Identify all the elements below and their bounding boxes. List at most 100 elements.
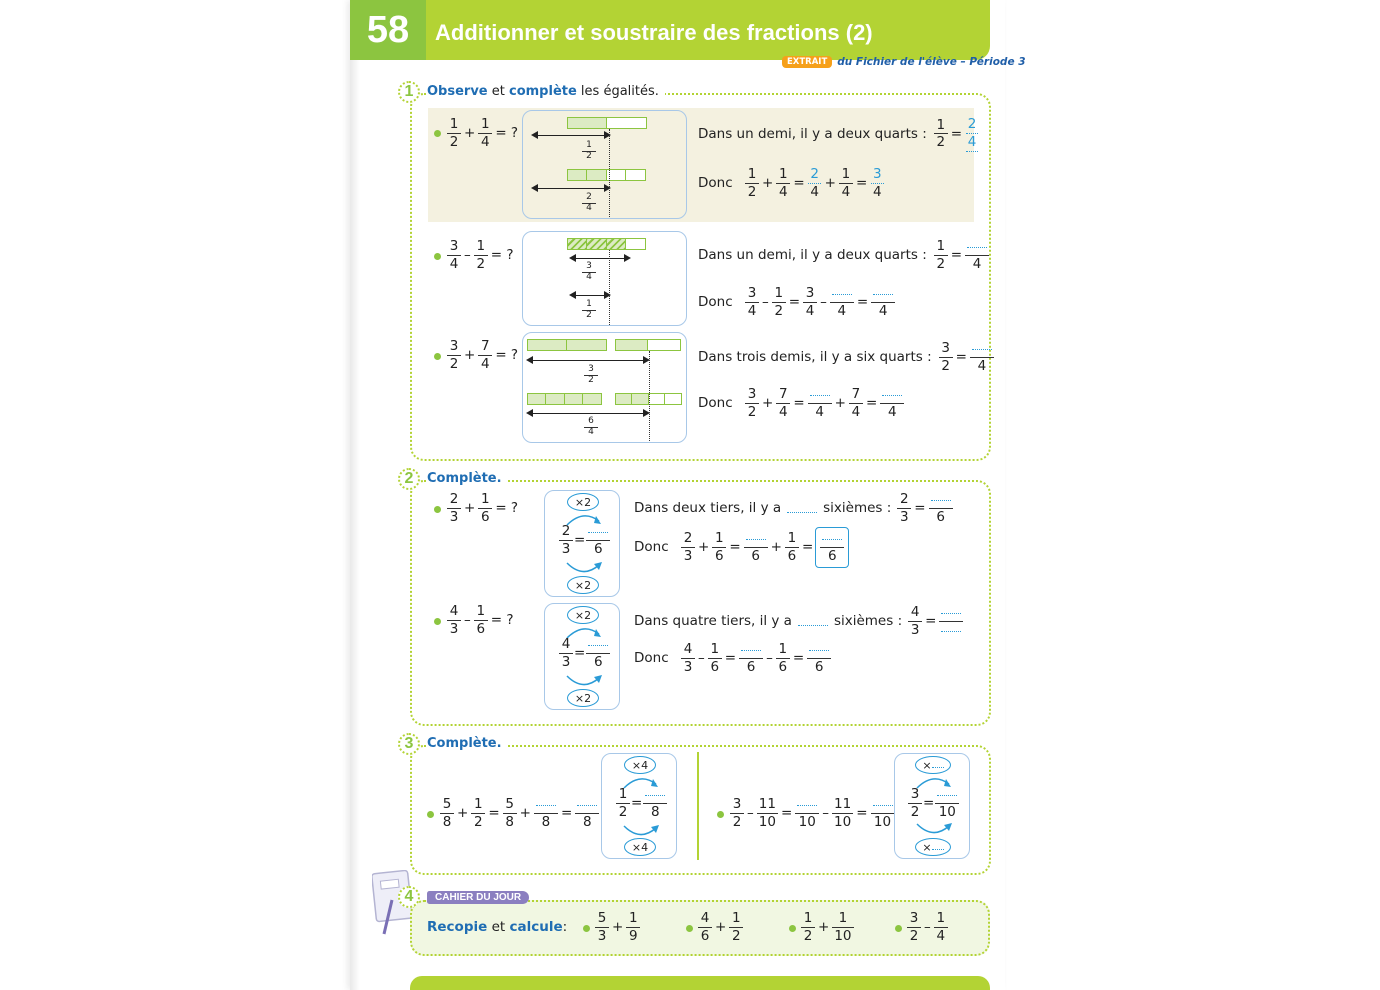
answer-blank[interactable]: 6 [586,636,611,671]
answer-blank[interactable]: 6 [928,491,953,526]
arrow [526,356,650,364]
answer-blank[interactable]: 8 [533,796,558,831]
exercise-3-title: Complète. [427,736,508,751]
answer-blank[interactable]: 8 [575,796,600,831]
bullet [789,925,796,932]
exercise-2-number: 2 [398,468,420,490]
exercise-1-title: Observe et complète les égalités. [427,84,665,99]
arrow-curve-icon [916,778,951,789]
answer-blank[interactable]: 6 [807,641,832,676]
answer-blank[interactable]: 4 [969,340,994,375]
source-line: EXTRAIT du Fichier de l'élève – Période … [782,56,1026,68]
answer-blank[interactable]: 10 [870,796,895,831]
exercise-1-frame [410,93,991,461]
highlighted-example-bg [428,108,974,222]
answer-blank[interactable]: 6 [586,523,611,558]
multiplier-oval: ×4 [624,756,656,774]
bullet [427,811,434,818]
multiplier-oval[interactable]: × [915,756,951,774]
answer-blank[interactable]: 6 [739,641,764,676]
statement-text: Dans un demi, il y a deux quarts : [698,125,927,142]
answer-blank[interactable]: 4 [880,386,905,421]
arrow [569,291,611,299]
answer-blank[interactable] [797,616,828,627]
cahier-du-jour-tag: CAHIER DU JOUR [427,891,530,904]
extrait-badge: EXTRAIT [782,56,833,68]
instruction-et: et [487,84,509,99]
bullet [686,925,693,932]
answer-blank[interactable]: 8 [643,786,668,821]
answer-blank[interactable] [787,503,818,514]
answer-blank[interactable]: 4 [829,285,854,320]
answer-blank[interactable] [939,604,964,639]
exercise-1-number: 1 [398,81,420,103]
page-title: Additionner et soustraire des fractions … [435,20,873,45]
source-text: du Fichier de l'élève – Période 3 [837,56,1026,68]
arrow-curve-icon [566,628,601,639]
exercise-3-frame [410,745,991,875]
arrow-curve-icon [566,562,602,573]
arrow-curve-icon [916,823,952,834]
strip-quarters-2 [614,393,682,405]
strip-quarters [566,169,646,181]
bullet [895,925,902,932]
multiplier-oval[interactable]: × [915,838,951,856]
bullet [434,506,441,513]
exercise-2-frame [410,480,991,726]
bullet [717,811,724,818]
answer-blank[interactable]: 10 [795,796,820,831]
multiplier-oval: ×2 [567,576,599,594]
strip-quarters [526,393,602,405]
strip-halves-2 [614,339,681,351]
strip-halves [566,117,647,129]
strip-halves [526,339,607,351]
operator: + [464,125,476,142]
arrow-curve-icon [623,778,658,789]
arrow [569,254,631,262]
answer-blank[interactable]: 10 [935,786,960,821]
answer-blank[interactable]: 4 [807,386,832,421]
answer-blank[interactable]: 4 [965,238,990,273]
guide-line [649,351,650,441]
multiplier-oval: ×4 [624,838,656,856]
multiplier-oval: ×2 [567,689,599,707]
guide-line [609,250,610,325]
exercise-4-instruction: Recopie et calcule : [427,919,568,935]
instruction-verb-observe: Observe [427,84,488,99]
page-shadow [350,60,360,990]
answer-blank[interactable]: 4 [871,285,896,320]
bullet [583,925,590,932]
result-box[interactable]: 6 [815,527,850,568]
arrow-curve-icon [623,825,659,836]
arrow [531,184,611,192]
bullet [434,253,441,260]
next-section-banner [410,976,990,990]
exercise-3-number: 3 [398,733,420,755]
equals-question: = ? [495,125,519,142]
answer-blank[interactable]: 6 [743,530,768,565]
